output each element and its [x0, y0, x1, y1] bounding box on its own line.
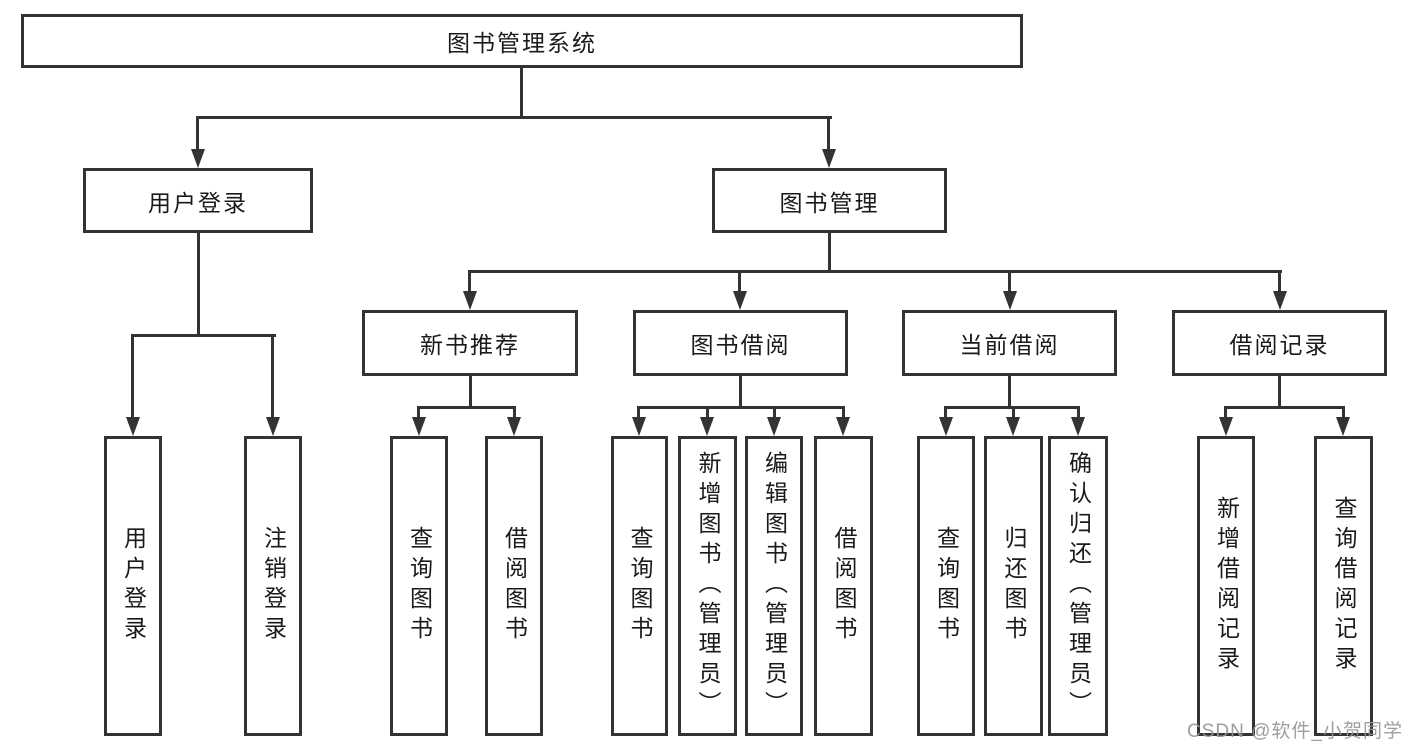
node-root-label: 图书管理系统: [447, 30, 597, 56]
connector-user-login-split: [131, 334, 276, 337]
node-root: 图书管理系统: [21, 14, 1023, 68]
leaf-add-book-admin: 新增图书（管理员）: [678, 436, 737, 736]
arrowhead-icon: [191, 149, 205, 168]
connector-root-stub: [520, 68, 523, 118]
arrowhead-icon: [412, 417, 426, 436]
connector-drop-current-borrow: [1008, 270, 1011, 294]
connector-drop: [1342, 406, 1345, 420]
connector-borrow-records-split: [1224, 406, 1345, 409]
arrowhead-icon: [1006, 417, 1020, 436]
leaf-confirm-return-admin: 确认归还（管理员）: [1048, 436, 1108, 736]
node-new-book-recommend-label: 新书推荐: [420, 332, 520, 358]
arrowhead-icon: [266, 417, 280, 436]
connector-drop: [706, 406, 709, 420]
connector-drop-new-book-recommend: [468, 270, 471, 294]
connector-drop: [842, 406, 845, 420]
node-current-borrow: 当前借阅: [902, 310, 1117, 376]
arrowhead-icon: [836, 417, 850, 436]
leaf-borrow-book: 借阅图书: [814, 436, 873, 736]
arrowhead-icon: [126, 417, 140, 436]
connector-drop-borrow-records: [1278, 270, 1281, 294]
connector-root-split: [196, 116, 832, 119]
node-book-management-label: 图书管理: [779, 189, 880, 216]
arrowhead-icon: [1071, 417, 1085, 436]
leaf-query-borrow-record-label: 查询借阅记录: [1331, 496, 1357, 676]
watermark: CSDN @软件_小贺同学: [1187, 721, 1403, 742]
leaf-recommend-query-book: 查询图书: [390, 436, 448, 736]
arrowhead-icon: [463, 291, 477, 310]
leaf-borrow-query-book-label: 查询图书: [627, 526, 653, 646]
connector-drop: [513, 406, 516, 420]
node-borrow-records: 借阅记录: [1172, 310, 1387, 376]
leaf-add-borrow-record: 新增借阅记录: [1197, 436, 1255, 736]
leaf-current-query-book-label: 查询图书: [933, 526, 960, 646]
leaf-query-borrow-record: 查询借阅记录: [1314, 436, 1373, 736]
node-new-book-recommend: 新书推荐: [362, 310, 578, 376]
connector-drop-book-borrow: [738, 270, 741, 294]
leaf-recommend-borrow-book: 借阅图书: [485, 436, 543, 736]
connector-book-management-split: [468, 270, 1282, 273]
leaf-current-query-book: 查询图书: [917, 436, 975, 736]
node-borrow-records-label: 借阅记录: [1229, 332, 1330, 358]
node-user-login-label: 用户登录: [148, 189, 248, 216]
leaf-borrow-book-label: 借阅图书: [831, 526, 857, 646]
leaf-recommend-borrow-book-label: 借阅图书: [501, 526, 528, 646]
connector-user-login-stub: [197, 233, 200, 336]
arrowhead-icon: [632, 417, 646, 436]
arrowhead-icon: [507, 417, 521, 436]
leaf-edit-book-admin-label: 编辑图书（管理员）: [761, 451, 788, 721]
leaf-user-login-label: 用户登录: [120, 526, 147, 646]
leaf-user-login: 用户登录: [104, 436, 162, 736]
connector-drop-user-login: [196, 116, 199, 152]
node-book-borrow: 图书借阅: [633, 310, 848, 376]
connector-drop: [1077, 406, 1080, 420]
leaf-logout-label: 注销登录: [260, 526, 287, 646]
connector-drop: [773, 406, 776, 420]
connector-drop: [944, 406, 947, 420]
arrowhead-icon: [733, 291, 747, 310]
connector-book-borrow-stub: [739, 376, 742, 408]
arrowhead-icon: [1219, 417, 1233, 436]
arrowhead-icon: [939, 417, 953, 436]
leaf-logout: 注销登录: [244, 436, 302, 736]
arrowhead-icon: [700, 417, 714, 436]
arrowhead-icon: [767, 417, 781, 436]
arrowhead-icon: [1273, 291, 1287, 310]
connector-drop: [637, 406, 640, 420]
connector-new-book-recommend-stub: [469, 376, 472, 408]
leaf-recommend-query-book-label: 查询图书: [406, 526, 433, 646]
connector-book-management-stub: [828, 233, 831, 272]
connector-borrow-records-stub: [1278, 376, 1281, 408]
node-book-management: 图书管理: [712, 168, 947, 233]
leaf-borrow-query-book: 查询图书: [611, 436, 668, 736]
connector-drop-leaf-logout: [271, 334, 274, 420]
leaf-return-book: 归还图书: [984, 436, 1043, 736]
node-book-borrow-label: 图书借阅: [690, 332, 791, 358]
connector-drop: [1012, 406, 1015, 420]
node-user-login: 用户登录: [83, 168, 313, 233]
connector-drop: [1224, 406, 1227, 420]
connector-current-borrow-stub: [1008, 376, 1011, 408]
arrowhead-icon: [1003, 291, 1017, 310]
connector-drop-book-management: [827, 116, 830, 152]
leaf-confirm-return-admin-label: 确认归还（管理员）: [1065, 451, 1092, 721]
connector-drop-leaf-user-login: [131, 334, 134, 420]
leaf-add-borrow-record-label: 新增借阅记录: [1213, 496, 1240, 676]
connector-book-borrow-split: [637, 406, 845, 409]
leaf-edit-book-admin: 编辑图书（管理员）: [745, 436, 803, 736]
arrowhead-icon: [1336, 417, 1350, 436]
leaf-add-book-admin-label: 新增图书（管理员）: [695, 451, 721, 721]
leaf-return-book-label: 归还图书: [1001, 526, 1027, 646]
connector-new-book-recommend-split: [417, 406, 516, 409]
arrowhead-icon: [822, 149, 836, 168]
node-current-borrow-label: 当前借阅: [959, 332, 1060, 358]
connector-drop: [417, 406, 420, 420]
